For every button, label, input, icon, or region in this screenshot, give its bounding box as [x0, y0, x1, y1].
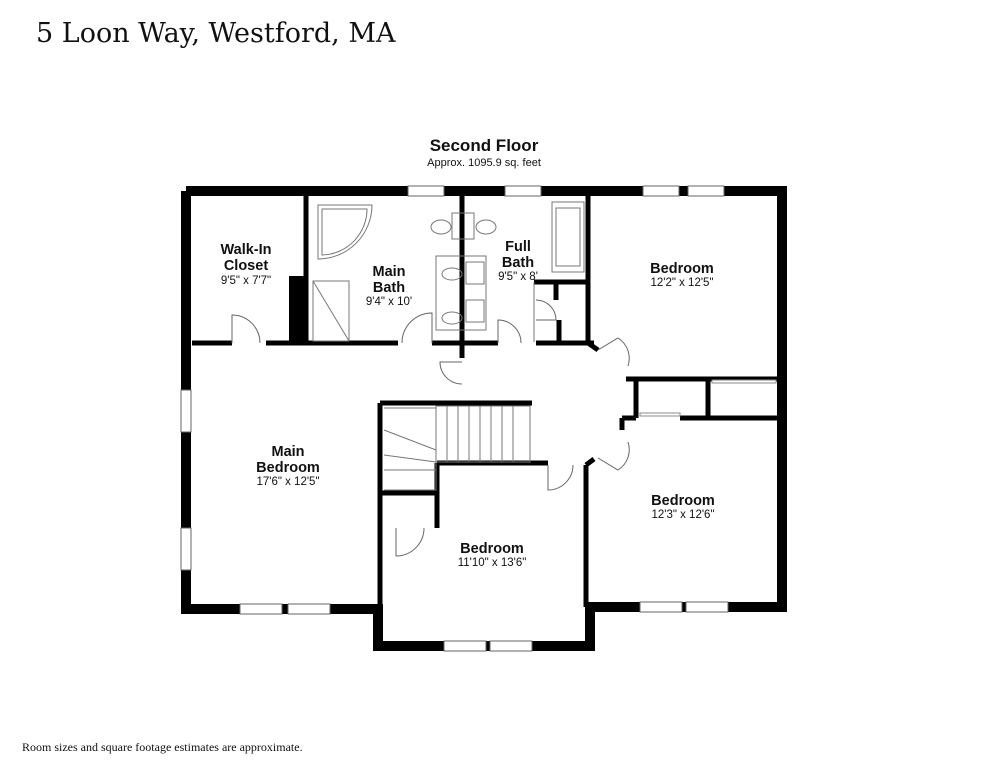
walk-in-closet-name-1: Walk-In — [220, 242, 271, 258]
closet-sliders — [639, 379, 777, 417]
full-bath-dims: 9'5" x 8' — [498, 271, 538, 283]
main-bedroom-name-1: Main — [271, 444, 304, 460]
full-bath-name-1: Full — [505, 239, 531, 255]
disclaimer-note: Room sizes and square footage estimates … — [22, 740, 303, 754]
bedroom-se-dims: 12'3" x 12'6" — [651, 509, 714, 521]
main-bath-name-2: Bath — [373, 280, 405, 296]
interior-walls — [192, 193, 782, 645]
bath-fixtures — [312, 201, 585, 342]
chimney-block — [289, 276, 305, 342]
bedroom-ne-dims: 12'2" x 12'5" — [650, 277, 713, 289]
windows — [180, 185, 729, 652]
walk-in-closet-dims: 9'5" x 7'7" — [221, 275, 271, 287]
bedroom-ne-name: Bedroom — [650, 261, 714, 277]
main-bedroom-dims: 17'6" x 12'5" — [256, 476, 319, 488]
floor-area: Approx. 1095.9 sq. feet — [427, 157, 541, 169]
property-address: 5 Loon Way, Westford, MA — [36, 18, 396, 49]
bedroom-se-name: Bedroom — [651, 493, 715, 509]
main-bath-dims: 9'4" x 10' — [366, 296, 412, 308]
full-bath-name-2: Bath — [502, 255, 534, 271]
staircase — [383, 405, 531, 491]
main-bath-name-1: Main — [372, 264, 405, 280]
bedroom-center-name: Bedroom — [460, 541, 524, 557]
bedroom-center-dims: 11'10" x 13'6" — [458, 557, 527, 569]
main-bedroom-name-2: Bedroom — [256, 460, 320, 476]
walk-in-closet-name-2: Closet — [224, 258, 268, 274]
floor-heading: Second Floor Approx. 1095.9 sq. feet — [0, 136, 968, 169]
floor-name: Second Floor — [429, 136, 539, 155]
doors — [231, 299, 630, 557]
